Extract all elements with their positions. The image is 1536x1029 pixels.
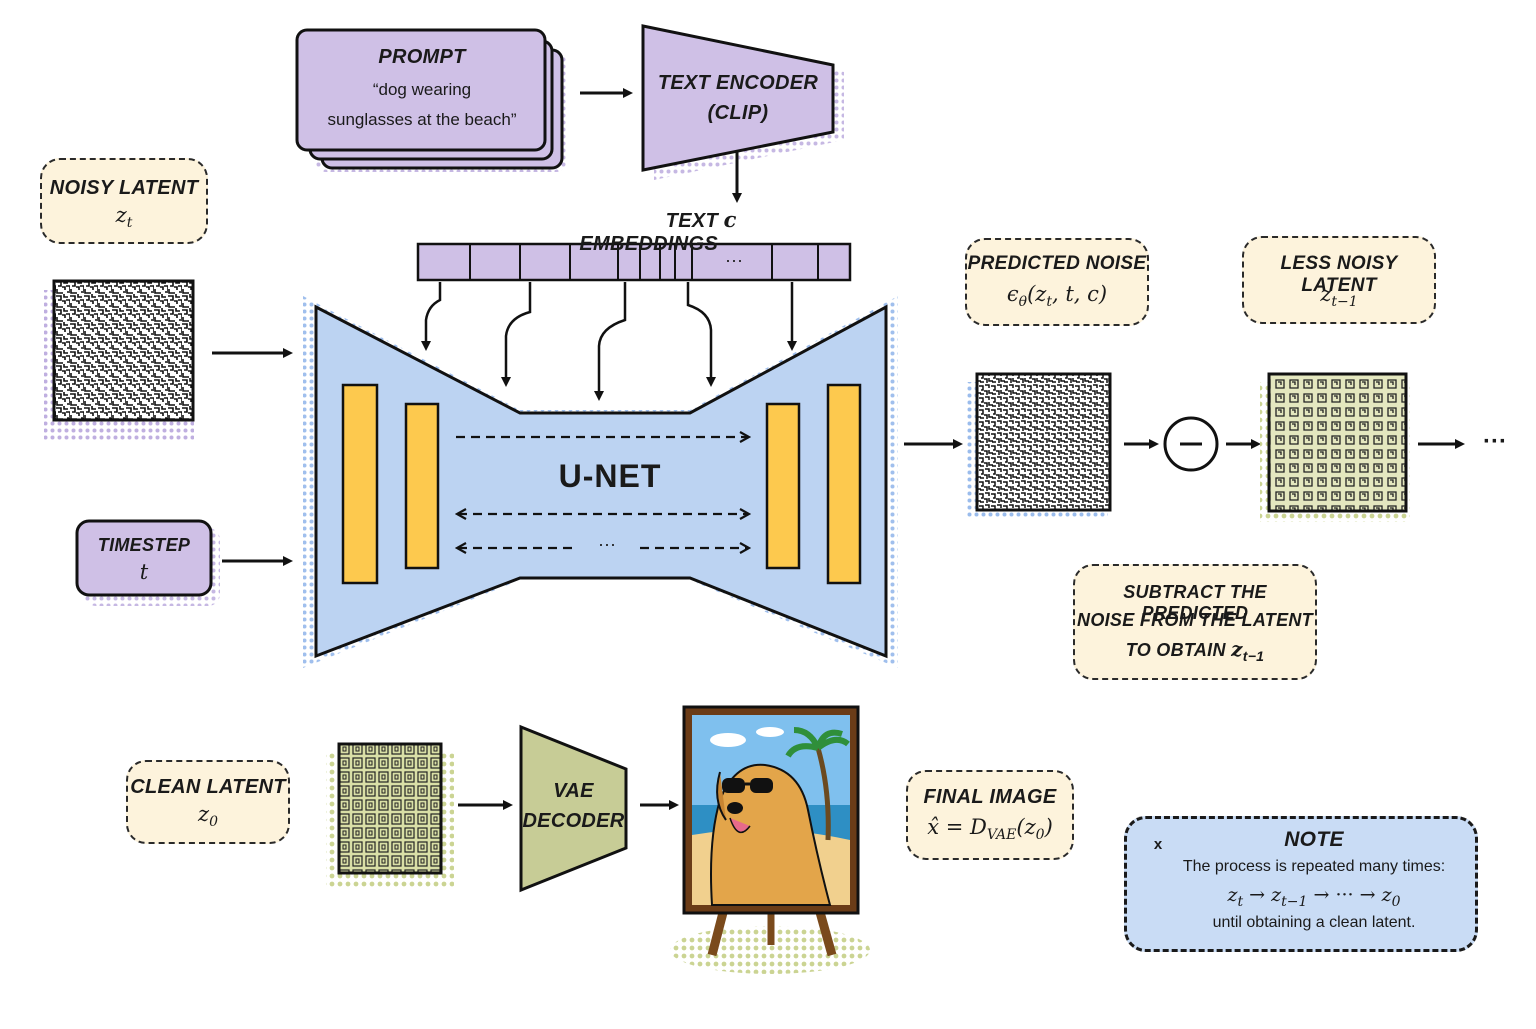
text-embeddings-symbol: c — [723, 207, 737, 232]
text-encoder-shape — [641, 24, 835, 172]
final-image-title: FINAL IMAGE — [923, 786, 1057, 808]
timestep-box — [75, 519, 213, 597]
clean-latent-bubble — [126, 760, 290, 844]
unet-encoder-block-2 — [404, 402, 440, 570]
unet-decoder-block-2 — [765, 402, 801, 570]
final-image-painting — [670, 705, 870, 974]
predicted-noise-bubble — [965, 238, 1149, 326]
vae-decoder-label: VAE — [553, 780, 594, 802]
text-embeddings-ellipsis: ··· — [725, 250, 743, 270]
timestep-symbol: t — [139, 560, 149, 584]
subtract-line3: TO OBTAIN zt−1 — [1125, 637, 1265, 664]
vae-decoder-sublabel: DECODER — [522, 810, 625, 832]
predicted-noise-formula: ϵθ(zt, t, c) — [1006, 282, 1108, 310]
noisy-latent-symbol: zt — [115, 203, 133, 231]
note-pin-mark: x — [1153, 836, 1163, 853]
final-image-bubble — [906, 770, 1074, 860]
noisy-latent-bubble — [40, 158, 208, 244]
less-noisy-title: LESS NOISY LATENT — [1280, 253, 1398, 296]
text-embeddings-bar — [416, 242, 852, 282]
note-sequence: zt → zt−1 → ··· → z0 — [1227, 884, 1401, 910]
subtract-line1: SUBTRACT THE PREDICTED — [1123, 582, 1267, 623]
note-line3: until obtaining a clean latent. — [1212, 914, 1416, 931]
embedding-arrows — [421, 282, 797, 401]
predicted-noise-title: PREDICTED NOISE — [967, 253, 1147, 274]
text-embeddings-label: TEXT EMBEDDINGS — [579, 210, 718, 255]
subtract-bubble — [1073, 564, 1317, 680]
unet-shape — [314, 304, 888, 659]
unet-title: U-NET — [558, 458, 662, 494]
noisy-latent-image — [52, 279, 195, 422]
note-line1: The process is repeated many times: — [1182, 858, 1446, 875]
continuation-ellipsis: ··· — [1483, 428, 1507, 455]
clean-latent-title: CLEAN LATENT — [130, 776, 286, 798]
note-box — [1124, 816, 1478, 952]
prompt-card-stack — [295, 28, 566, 172]
less-noisy-latent-image — [1267, 372, 1408, 513]
prompt-text-line1: “dog wearing — [372, 80, 472, 99]
less-noisy-bubble — [1242, 236, 1436, 324]
predicted-noise-image — [975, 372, 1112, 512]
clean-latent-image — [337, 742, 443, 875]
clean-latent-symbol: z0 — [198, 802, 218, 830]
subtract-line2: NOISE FROM THE LATENT — [1077, 610, 1313, 630]
prompt-title: PROMPT — [378, 46, 466, 68]
unet-skip-connections — [456, 437, 748, 548]
unet-decoder-block-1 — [826, 383, 862, 585]
text-encoder-label: TEXT ENCODER — [657, 72, 819, 94]
prompt-text-line2: sunglasses at the beach” — [327, 110, 517, 129]
unet-encoder-block-1 — [341, 383, 379, 585]
note-title: NOTE — [1284, 828, 1344, 851]
timestep-title: TIMESTEP — [97, 535, 191, 555]
final-image-formula: x̂ = DVAE(z0) — [927, 815, 1053, 843]
noisy-latent-title: NOISY LATENT — [49, 177, 199, 199]
unet-ellipsis: ··· — [598, 534, 616, 554]
less-noisy-symbol: zt−1 — [1320, 282, 1358, 310]
text-encoder-sublabel: (CLIP) — [707, 102, 769, 124]
vae-decoder-shape — [519, 724, 628, 893]
